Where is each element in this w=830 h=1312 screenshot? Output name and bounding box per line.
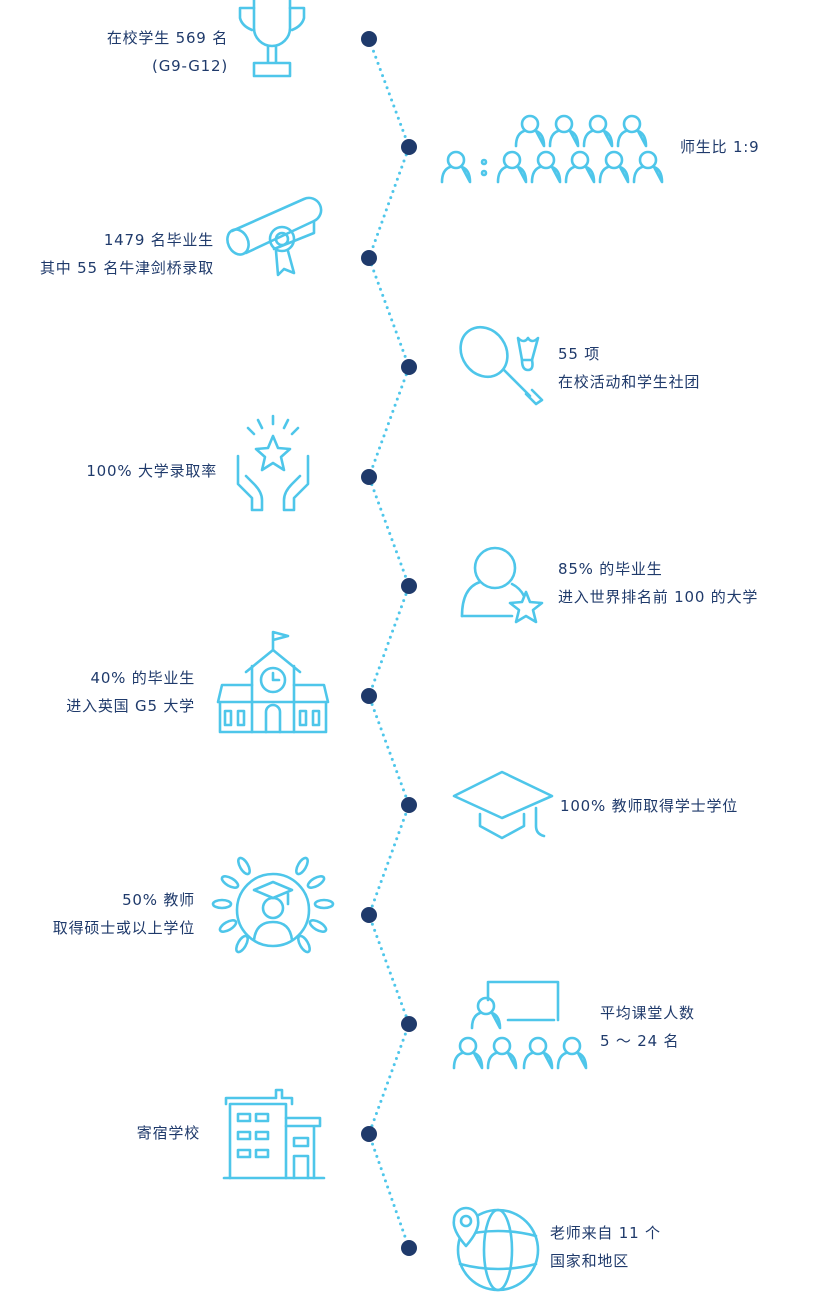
- leaf-icon: [313, 898, 335, 910]
- stat-line: 40% 的毕业生: [90, 669, 195, 687]
- stat-line: 85% 的毕业生: [558, 560, 663, 578]
- stat-line: 取得硕士或以上学位: [52, 919, 195, 937]
- stat-admission-rate: 100% 大学录取率: [86, 457, 217, 485]
- stat-line: 在校活动和学生社团: [558, 373, 701, 391]
- leaf-icon: [308, 919, 328, 933]
- timeline-node: [361, 250, 377, 266]
- stat-line: 100% 大学录取率: [86, 462, 217, 480]
- timeline-node: [401, 797, 417, 813]
- timeline-node: [361, 688, 377, 704]
- person-star-icon: [458, 546, 548, 626]
- person-icon: [632, 150, 664, 184]
- trophy-icon: [236, 0, 310, 78]
- globe-pin-icon: [450, 1206, 542, 1292]
- laurel-graduate-icon: [211, 856, 335, 960]
- timeline-dotted-line: [367, 37, 411, 1250]
- stat-graduates: 1479 名毕业生 其中 55 名牛津剑桥录取: [40, 226, 214, 282]
- stat-bachelor: 100% 教师取得学士学位: [560, 792, 738, 820]
- person-icon: [452, 1036, 484, 1070]
- stat-class-size: 平均课堂人数 5 ～ 24 名: [600, 999, 695, 1055]
- boarding-building-icon: [220, 1088, 326, 1180]
- stat-line: 平均课堂人数: [600, 1004, 695, 1022]
- stat-line: 进入世界排名前 100 的大学: [558, 588, 759, 606]
- hands-star-icon: [232, 414, 314, 512]
- person-icon: [496, 150, 528, 184]
- school-building-icon: [214, 630, 332, 734]
- stat-boarding: 寄宿学校: [137, 1119, 200, 1147]
- person-icon: [548, 114, 580, 148]
- stat-line: 100% 教师取得学士学位: [560, 797, 739, 815]
- stat-line: 5 ～ 24 名: [600, 1032, 680, 1050]
- teacher-student-ratio-icon: [440, 114, 666, 184]
- stat-line: 在校学生 569 名: [106, 29, 228, 47]
- leaf-icon: [237, 856, 251, 876]
- leaf-icon: [306, 875, 326, 889]
- timeline-node: [361, 907, 377, 923]
- stat-countries: 老师来自 11 个 国家和地区: [550, 1219, 661, 1275]
- person-icon: [440, 150, 472, 184]
- stat-master: 50% 教师 取得硕士或以上学位: [53, 886, 195, 942]
- leaf-icon: [295, 856, 309, 876]
- classroom-icon: [450, 980, 592, 1070]
- timeline-node: [361, 469, 377, 485]
- person-icon: [514, 114, 546, 148]
- person-icon: [530, 150, 562, 184]
- timeline-node: [361, 1126, 377, 1142]
- stat-line: 50% 教师: [122, 891, 195, 909]
- stat-line: 进入英国 G5 大学: [66, 697, 195, 715]
- person-icon: [486, 1036, 518, 1070]
- timeline-node: [401, 359, 417, 375]
- graduation-cap-icon: [452, 770, 556, 842]
- leaf-icon: [220, 875, 240, 889]
- leaf-icon: [235, 934, 249, 954]
- stat-line: 国家和地区: [550, 1252, 630, 1270]
- badminton-icon: [458, 324, 548, 410]
- person-icon: [582, 114, 614, 148]
- person-icon: [522, 1036, 554, 1070]
- stat-line: (G9-G12): [152, 57, 228, 75]
- stat-students: 在校学生 569 名 (G9-G12): [107, 24, 228, 80]
- stat-line: 师生比 1:9: [680, 138, 760, 156]
- person-icon: [556, 1036, 588, 1070]
- stat-line: 1479 名毕业生: [103, 231, 214, 249]
- timeline-node: [401, 1240, 417, 1256]
- person-icon: [564, 150, 596, 184]
- person-icon: [470, 996, 502, 1030]
- diploma-icon: [224, 195, 323, 279]
- stat-line: 55 项: [558, 345, 601, 363]
- leaf-icon: [211, 898, 233, 910]
- timeline-node: [401, 578, 417, 594]
- timeline-node: [401, 139, 417, 155]
- timeline-node: [361, 31, 377, 47]
- stat-line: 其中 55 名牛津剑桥录取: [39, 259, 214, 277]
- stat-line: 老师来自 11 个: [550, 1224, 661, 1242]
- stat-line: 寄宿学校: [136, 1124, 200, 1142]
- stat-g5: 40% 的毕业生 进入英国 G5 大学: [66, 664, 195, 720]
- stat-top100: 85% 的毕业生 进入世界排名前 100 的大学: [558, 555, 758, 611]
- stat-activities: 55 项 在校活动和学生社团: [558, 340, 700, 396]
- leaf-icon: [297, 934, 311, 954]
- person-icon: [598, 150, 630, 184]
- person-icon: [616, 114, 648, 148]
- stat-ratio: 师生比 1:9: [680, 133, 760, 161]
- timeline-node: [401, 1016, 417, 1032]
- leaf-icon: [218, 919, 238, 933]
